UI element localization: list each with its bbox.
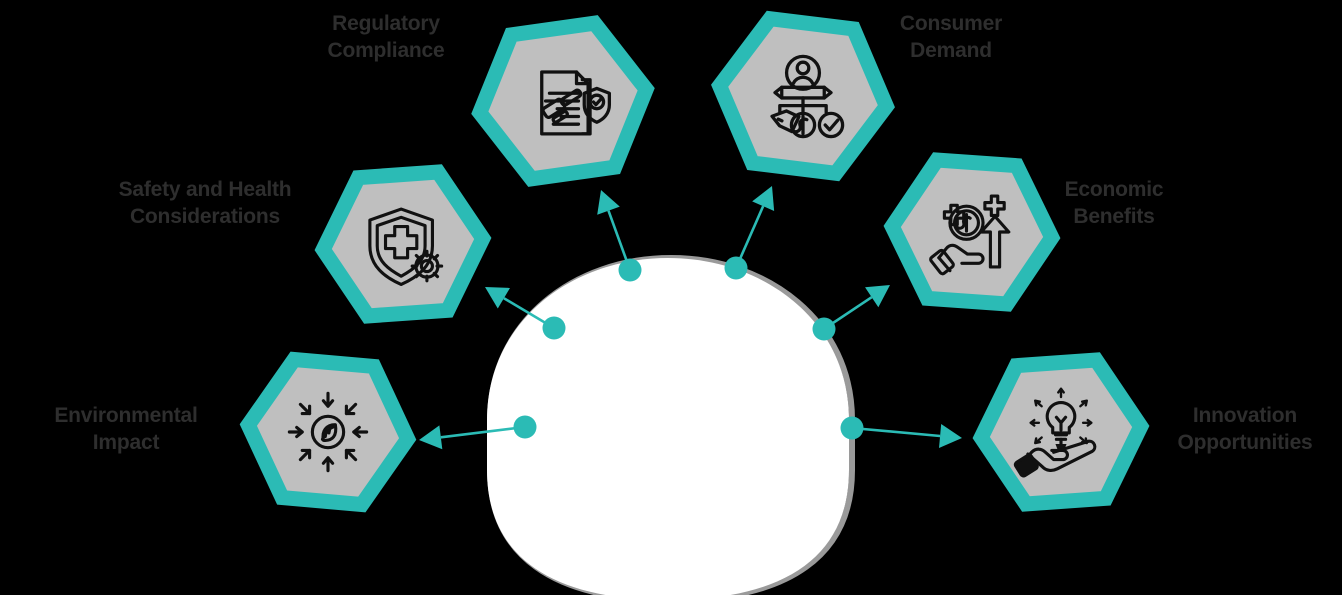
shield-cross-gear-icon	[368, 207, 444, 287]
connector-innovation-opportunities	[840, 416, 962, 448]
connector-economic-benefits	[812, 285, 890, 341]
hex-node-safety-and-health-considerations[interactable]	[314, 164, 492, 324]
node-label-safety-and-health-considerations: Safety and Health Considerations	[118, 178, 292, 228]
connector-arrowhead	[419, 425, 443, 450]
connector-environmental-impact	[419, 415, 537, 450]
hex-shape	[314, 164, 492, 324]
connector-arrowhead	[865, 285, 890, 308]
center-hub	[487, 254, 855, 595]
document-gavel-shield-icon	[540, 70, 612, 136]
node-label-economic-benefits: Economic Benefits	[1064, 178, 1164, 228]
connector-dot[interactable]	[618, 258, 642, 282]
connector-arrowhead	[485, 287, 511, 309]
node-label-environmental-impact: Environmental Impact	[54, 404, 198, 454]
connector-line	[851, 426, 941, 438]
connector-arrowhead	[939, 424, 962, 448]
node-label-consumer-demand: Consumer Demand	[899, 12, 1003, 62]
hand-coin-growth-icon	[929, 194, 1011, 276]
connector-line	[440, 425, 526, 439]
connector-dot[interactable]	[812, 317, 836, 341]
connector-safety-and-health-considerations	[485, 287, 566, 340]
hex-node-economic-benefits[interactable]	[883, 152, 1061, 312]
connector-arrowhead	[752, 186, 775, 211]
center-hub-fill	[487, 258, 849, 595]
hex-node-innovation-opportunities[interactable]	[972, 352, 1150, 512]
connector-dot[interactable]	[724, 256, 748, 280]
hex-shape	[711, 10, 895, 182]
hand-lightbulb-idea-icon	[1013, 387, 1097, 478]
connector-dot[interactable]	[840, 416, 864, 440]
connector-dot[interactable]	[513, 415, 537, 439]
connector-dot[interactable]	[542, 316, 566, 340]
consumer-persona-pricing-icon	[770, 54, 845, 139]
hex-node-regulatory-compliance[interactable]	[470, 15, 657, 187]
hex-node-environmental-impact[interactable]	[239, 351, 417, 513]
hex-node-consumer-demand[interactable]	[711, 10, 895, 182]
connector-regulatory-compliance	[597, 190, 642, 282]
hexagon-layer	[239, 10, 1150, 513]
connector-consumer-demand	[724, 186, 775, 280]
connector-arrowhead	[597, 190, 620, 215]
node-label-innovation-opportunities: Innovation Opportunities	[1177, 404, 1313, 454]
leaf-inward-arrows-icon	[287, 391, 369, 473]
connector-layer	[419, 186, 962, 450]
node-label-regulatory-compliance: Regulatory Compliance	[327, 12, 445, 62]
